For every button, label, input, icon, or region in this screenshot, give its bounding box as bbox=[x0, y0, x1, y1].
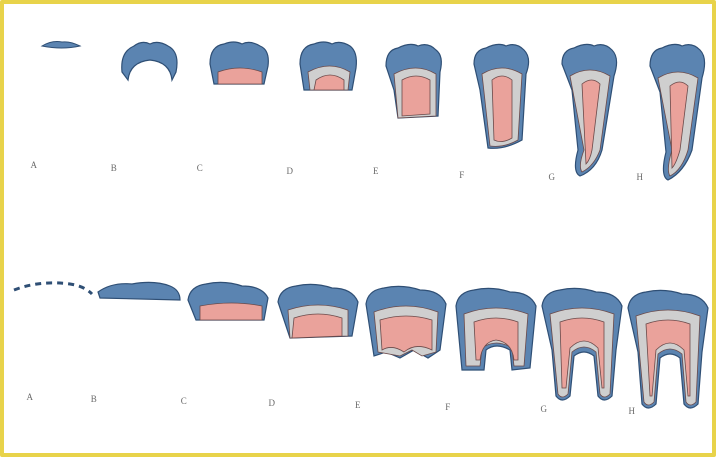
top-label-h: H bbox=[637, 172, 644, 182]
bottom-stage-f-tooth-early-roots bbox=[456, 288, 536, 370]
top-stage-a-enamel-speck bbox=[42, 42, 80, 49]
top-label-b: B bbox=[111, 163, 118, 173]
bottom-stage-c-crown bbox=[188, 282, 268, 320]
bottom-stage-e-crown-bifurcation bbox=[366, 286, 446, 358]
top-stage-b-crown-cap bbox=[122, 42, 177, 80]
bottom-stage-a-enamel-specks bbox=[14, 283, 92, 294]
top-label-g: G bbox=[549, 172, 556, 182]
bottom-label-g: G bbox=[541, 404, 548, 414]
top-stage-g-tooth bbox=[562, 44, 617, 176]
top-label-a: A bbox=[31, 160, 38, 170]
bottom-label-e: E bbox=[355, 400, 361, 410]
top-stage-c-crown bbox=[210, 42, 268, 84]
top-stage-f-tooth bbox=[474, 44, 529, 148]
bottom-stage-b-crown-layer bbox=[98, 282, 180, 300]
top-stage-h-tooth bbox=[650, 44, 705, 180]
bottom-stage-d-crown bbox=[278, 284, 358, 338]
bottom-label-a: A bbox=[27, 392, 34, 402]
top-label-f: F bbox=[459, 170, 465, 180]
top-label-d: D bbox=[287, 166, 294, 176]
bottom-label-c: C bbox=[181, 396, 188, 406]
bottom-label-b: B bbox=[91, 394, 98, 404]
bottom-label-f: F bbox=[445, 402, 451, 412]
top-label-c: C bbox=[197, 163, 204, 173]
top-label-e: E bbox=[373, 166, 379, 176]
bottom-stage-h-tooth-complete-roots bbox=[628, 290, 708, 408]
bottom-label-d: D bbox=[269, 398, 276, 408]
top-stage-e-tooth bbox=[386, 44, 441, 118]
bottom-label-h: H bbox=[629, 406, 636, 416]
bottom-stage-g-tooth-two-roots bbox=[542, 288, 622, 400]
top-stage-d-crown bbox=[300, 42, 356, 90]
